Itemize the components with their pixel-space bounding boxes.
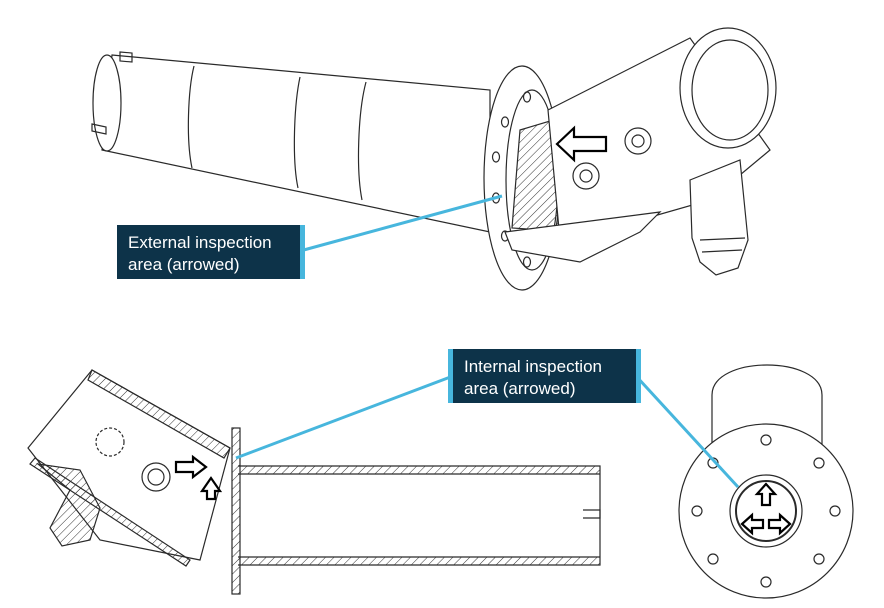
inspection-arrow-icon	[555, 125, 608, 163]
port-2	[572, 162, 600, 190]
isometric-view	[91, 27, 777, 291]
pipe-end-slot-top	[119, 51, 133, 63]
internal-inspection-callout: Internal inspection area (arrowed)	[448, 349, 641, 403]
section-pipe-inner	[238, 473, 600, 558]
section-pipe-slot	[583, 509, 601, 519]
pipe-body	[101, 54, 491, 233]
port-1-inner	[631, 134, 645, 148]
section-elbow-wall-top	[87, 369, 231, 459]
section-pipe-wall-top	[238, 466, 600, 474]
end-view-bore-outer	[729, 474, 803, 548]
inspection-arrow-icon	[754, 482, 778, 507]
pipe-end-slot-side	[91, 123, 107, 135]
section-pipe-outer	[238, 465, 601, 566]
external-leader-line	[299, 194, 503, 253]
section-port	[141, 462, 171, 492]
lower-bracket	[504, 211, 662, 263]
internal-leader-line-section	[235, 374, 454, 460]
section-view	[27, 369, 601, 595]
internal-leader-line-end-view	[634, 374, 740, 489]
inspection-arrow-icon	[199, 476, 223, 501]
pipe-band-1	[187, 65, 195, 169]
callout-line-1: Internal inspection	[464, 357, 602, 376]
port-1	[624, 127, 652, 155]
callout-line-1: External inspection	[128, 233, 272, 252]
end-view	[678, 364, 854, 599]
inspection-arrow-icon	[740, 512, 765, 536]
hidden-port-1	[95, 427, 125, 457]
callout-line-2: area (arrowed)	[128, 255, 240, 274]
inspection-arrow-icon	[767, 512, 792, 536]
elbow-mouth-inner	[691, 39, 769, 141]
section-bracket	[35, 463, 101, 547]
section-pipe-wall-bottom	[238, 557, 600, 565]
section-flange	[231, 427, 241, 595]
nozzle-threads	[699, 237, 746, 253]
port-2-inner	[579, 169, 593, 183]
elbow-mouth	[679, 27, 777, 149]
end-view-bolt-holes	[691, 434, 841, 588]
pipe-band-3	[357, 81, 367, 201]
callout-line-2: area (arrowed)	[464, 379, 576, 398]
nozzle	[689, 159, 749, 276]
pipe-band-2	[293, 76, 301, 189]
external-inspection-callout: External inspection area (arrowed)	[117, 225, 305, 279]
flange-bolt-holes	[491, 91, 532, 268]
end-view-flange	[678, 423, 854, 599]
pipe-end	[92, 54, 122, 152]
section-port-inner	[147, 468, 165, 486]
inspection-arrow-icon	[174, 454, 208, 480]
end-view-bore-inner	[735, 480, 797, 542]
